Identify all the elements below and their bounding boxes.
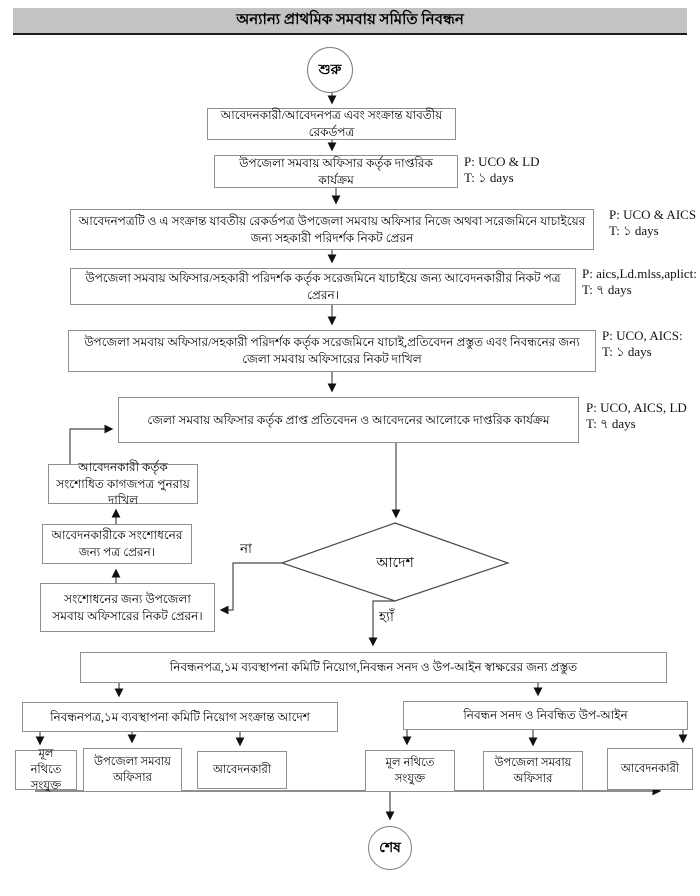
leaf-right-applicant: আবেদনকারী	[607, 748, 693, 790]
note-person: P: aics,Ld.mlss,aplict:	[582, 266, 697, 281]
arrow-decision-yes-path	[368, 600, 395, 647]
loop-box-letter: আবেদনকারীকে সংশোধনের জন্য পত্র প্রেরন।	[42, 524, 192, 564]
note-person: P: UCO, AICS:	[602, 328, 683, 343]
flow-step-order: নিবন্ধনপত্র,১ম ব্যবস্থাপনা কমিটি নিয়োগ …	[22, 702, 338, 732]
flow-step-send-inspector: আবেদনপত্রটি ও এ সংক্রান্ত যাবতীয় রেকর্ড…	[70, 209, 594, 250]
arrow-resubmit-to-district	[69, 424, 114, 464]
leaf-left-main-file: মূল নথিতে সংযুক্ত	[15, 748, 77, 792]
decision-diamond	[280, 522, 510, 602]
note-verify-submit: P: UCO, AICS: T: ১ days	[602, 328, 683, 360]
flow-step-prepare: নিবন্ধনপত্র,১ম ব্যবস্থাপনা কমিটি নিয়োগ,…	[80, 652, 667, 683]
flow-step-upazila-official: উপজেলা সমবায় অফিসার কর্তৃক দাপ্তরিক কার…	[214, 155, 458, 188]
flow-step-letter-applicant: উপজেলা সমবায় অফিসার/সহকারী পরিদর্শক কর্…	[70, 268, 576, 305]
decision-no-label: না	[240, 541, 252, 556]
leaf-left-applicant: আবেদনকারী	[197, 751, 287, 789]
note-person: P: UCO & LD	[464, 154, 540, 169]
start-terminal: শুরু	[307, 47, 353, 93]
note-letter-applicant: P: aics,Ld.mlss,aplict: T: ৭ days	[582, 266, 697, 298]
flow-step-district-action: জেলা সমবায় অফিসার কর্তৃক প্রাপ্ত প্রতিব…	[118, 397, 579, 443]
note-time: T: ১ days	[464, 170, 514, 185]
decision-yes-label: হ্যাঁ	[379, 609, 394, 624]
note-person: P: UCO, AICS, LD	[586, 400, 687, 415]
note-time: T: ১ days	[609, 223, 659, 238]
end-terminal: শেষ	[368, 826, 412, 870]
note-time: T: ৭ days	[582, 282, 632, 297]
leaf-right-upazila-officer: উপজেলা সমবায় অফিসার	[483, 751, 583, 791]
flow-step-records: আবেদনকারী/আবেদনপত্র এবং সংক্রান্ত যাবতীয…	[207, 108, 456, 140]
page-title: অন্যান্য প্রাথমিক সমবায় সমিতি নিবন্ধন	[13, 8, 687, 35]
note-time: T: ৭ days	[586, 416, 636, 431]
leaf-left-upazila-officer: উপজেলা সমবায় অফিসার	[83, 748, 182, 792]
note-person: P: UCO & AICS	[609, 207, 697, 222]
flow-step-verify-submit: উপজেলা সমবায় অফিসার/সহকারী পরিদর্শক কর্…	[68, 330, 596, 372]
loop-box-resubmit: আবেদনকারী কর্তৃক সংশোধিত কাগজপত্র পুনরায…	[48, 460, 198, 507]
arrow-decision-no-path	[219, 562, 282, 615]
note-district-action: P: UCO, AICS, LD T: ৭ days	[586, 400, 687, 432]
flow-step-certificate: নিবন্ধন সনদ ও নিবন্ধিত উপ-আইন	[403, 701, 688, 730]
decision-label: আদেশ	[376, 556, 414, 571]
note-send-inspector: P: UCO & AICS T: ১ days	[609, 207, 696, 239]
leaf-right-main-file: মূল নথিতে সংযুক্ত	[365, 750, 455, 792]
note-time: T: ১ days	[602, 344, 652, 359]
loop-box-send-upazila: সংশোধনের জন্য উপজেলা সমবায় অফিসারের নিক…	[40, 583, 215, 632]
note-upazila-official: P: UCO & LD T: ১ days	[464, 154, 539, 186]
